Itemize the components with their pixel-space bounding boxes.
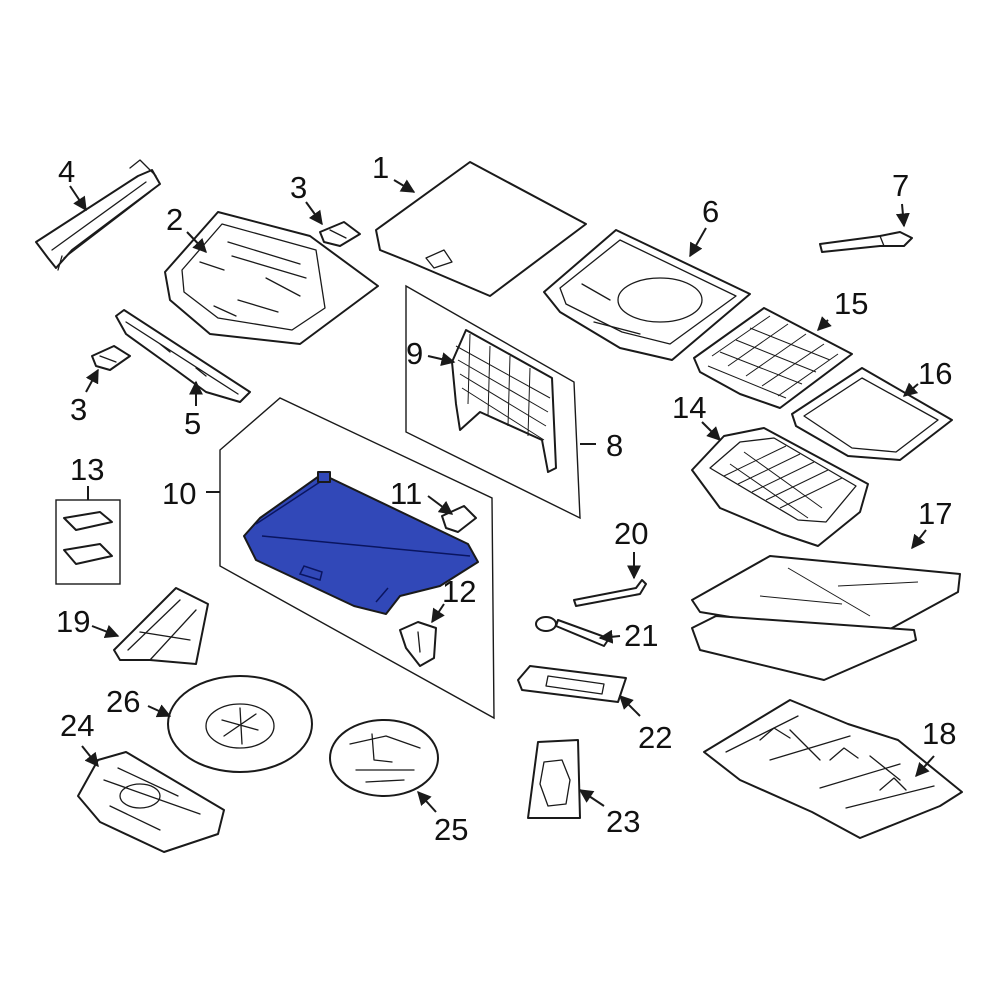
callout-18: 18 bbox=[922, 716, 956, 751]
part-13-pads-box[interactable] bbox=[55, 499, 121, 585]
callout-20: 20 bbox=[614, 516, 648, 551]
callout-10: 10 bbox=[162, 476, 196, 511]
callout-8: 8 bbox=[606, 428, 623, 463]
part-1-floor-panel[interactable] bbox=[375, 161, 587, 297]
callout-4: 4 bbox=[58, 154, 75, 189]
callout-3-top: 3 bbox=[290, 170, 307, 205]
part-21-tool[interactable] bbox=[535, 616, 609, 647]
part-20-rod[interactable] bbox=[573, 579, 647, 607]
callout-17: 17 bbox=[918, 496, 952, 531]
callout-25: 25 bbox=[434, 812, 468, 847]
part-24-wheel-tub[interactable] bbox=[77, 751, 225, 853]
part-8-9-net-group[interactable] bbox=[405, 284, 581, 520]
part-10-cargo-cover[interactable] bbox=[243, 471, 479, 615]
callout-1: 1 bbox=[372, 150, 389, 185]
callout-26: 26 bbox=[106, 684, 140, 719]
part-17-floor-boards[interactable] bbox=[691, 555, 961, 681]
callout-11: 11 bbox=[390, 476, 422, 511]
part-4-rail[interactable] bbox=[35, 159, 161, 271]
callout-19: 19 bbox=[56, 604, 90, 639]
leader-lines bbox=[69, 179, 935, 813]
callout-5: 5 bbox=[184, 406, 201, 441]
part-14-cargo-tray[interactable] bbox=[691, 427, 869, 547]
callout-16: 16 bbox=[918, 356, 952, 391]
part-26-spare-wheel[interactable] bbox=[167, 675, 313, 773]
part-12-bracket[interactable] bbox=[399, 621, 437, 667]
callout-3-bottom: 3 bbox=[70, 392, 87, 427]
part-10-region bbox=[219, 397, 495, 720]
part-7-strap[interactable] bbox=[819, 231, 913, 253]
callout-7: 7 bbox=[892, 168, 909, 203]
callout-labels: 1 2 3 3 4 5 6 7 8 9 10 11 12 13 14 15 16… bbox=[56, 150, 956, 847]
callout-12: 12 bbox=[442, 574, 476, 609]
part-18-floor-structure[interactable] bbox=[703, 699, 963, 839]
callout-13: 13 bbox=[70, 452, 104, 487]
callout-23: 23 bbox=[606, 804, 640, 839]
callout-15: 15 bbox=[834, 286, 868, 321]
callout-2: 2 bbox=[166, 202, 183, 237]
callout-22: 22 bbox=[638, 720, 672, 755]
part-3-clip-top[interactable] bbox=[319, 221, 361, 247]
callout-21: 21 bbox=[624, 618, 658, 653]
part-23-glove-bag[interactable] bbox=[527, 739, 581, 819]
part-3-clip-bottom[interactable] bbox=[91, 345, 131, 371]
part-6-storage-tub[interactable] bbox=[543, 229, 751, 361]
callout-24: 24 bbox=[60, 708, 94, 743]
part-22-case[interactable] bbox=[517, 665, 627, 703]
callout-9: 9 bbox=[406, 336, 423, 371]
part-15-grid[interactable] bbox=[693, 307, 853, 409]
callout-14: 14 bbox=[672, 390, 706, 425]
part-5-sill-trim[interactable] bbox=[115, 309, 251, 403]
part-2-tray[interactable] bbox=[164, 211, 379, 345]
callout-6: 6 bbox=[702, 194, 719, 229]
part-16-mat[interactable] bbox=[791, 367, 953, 461]
part-25-tool-kit[interactable] bbox=[329, 719, 439, 797]
part-19-jack[interactable] bbox=[113, 587, 209, 665]
